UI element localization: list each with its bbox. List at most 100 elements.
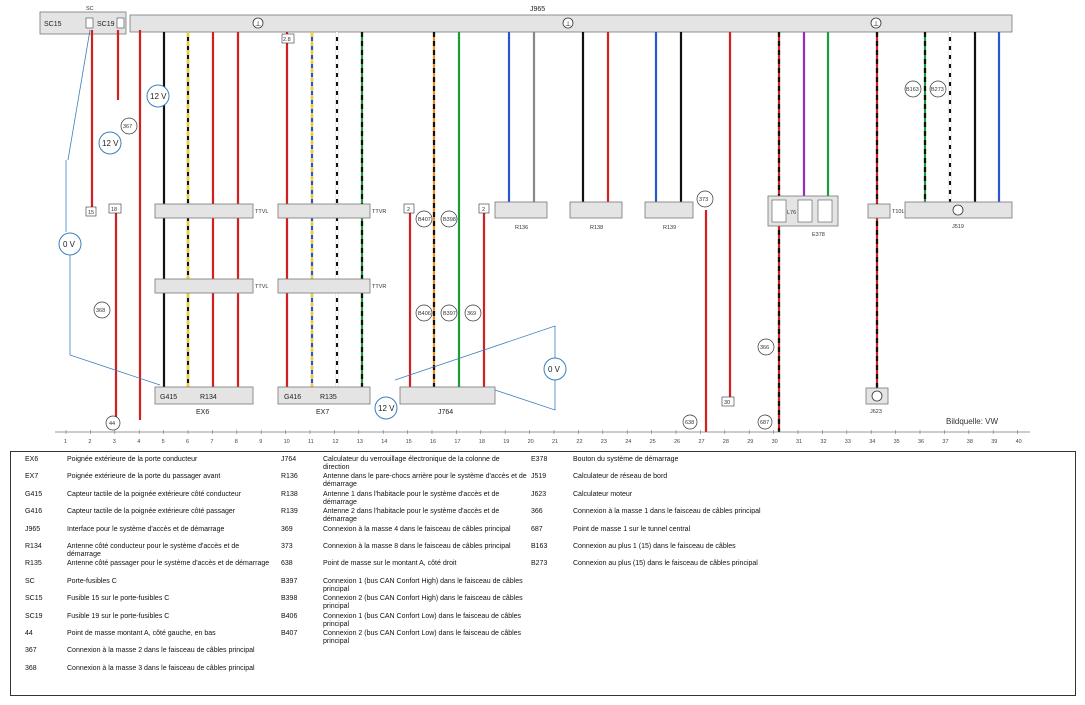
- legend-description: Point de masse sur le montant A, côté dr…: [323, 560, 457, 568]
- legend-code: R138: [281, 490, 298, 498]
- legend-description: Antenne dans le pare-chocs arrière pour …: [323, 473, 527, 489]
- legend-description: Antenne 1 dans l'habitacle pour le systè…: [323, 490, 500, 506]
- node-373: 373: [699, 197, 708, 203]
- node-638: 638: [685, 420, 694, 426]
- legend-description: Point de masse montant A, côté gauche, e…: [67, 629, 216, 637]
- legend-code: B397: [281, 577, 298, 585]
- legend-code: EX7: [25, 473, 39, 481]
- column-number: 12: [332, 439, 338, 445]
- column-number: 26: [674, 439, 680, 445]
- ground-symbol-icons: ⊥ ⊥ ⊥: [252, 17, 882, 29]
- r139-label: R139: [663, 225, 676, 231]
- legend-description: Connexion à la masse 8 dans le faisceau …: [323, 542, 511, 550]
- legend-description: Capteur tactile de la poignée extérieure…: [67, 508, 236, 516]
- column-number: 8: [235, 439, 238, 445]
- component-ex6: G415 R134 EX6: [154, 386, 254, 416]
- column-number: 38: [967, 439, 973, 445]
- legend-code: 366: [531, 508, 543, 516]
- box-2a: 2: [407, 207, 410, 213]
- column-number: 3: [113, 439, 116, 445]
- legend-description: Connexion à la masse 2 dans le faisceau …: [67, 647, 255, 655]
- legend-description: Fusible 15 sur le porte-fusibles C: [67, 595, 170, 603]
- component-j623: J623: [865, 387, 889, 415]
- legend-code: 369: [281, 525, 293, 533]
- column-number: 28: [723, 439, 729, 445]
- column-number: 31: [796, 439, 802, 445]
- legend-description: Connexion 1 (bus CAN Confort Low) dans l…: [323, 612, 522, 628]
- legend-panel: EX6 Poignée extérieure de la porte conduc…: [10, 451, 1076, 696]
- legend-description: Connexion à la masse 4 dans le faisceau …: [323, 525, 511, 533]
- node-b273: B273: [931, 87, 944, 93]
- column-number: 11: [308, 439, 314, 445]
- legend-code: R139: [281, 508, 298, 516]
- column-number: 23: [601, 439, 607, 445]
- fuse-icon: [116, 17, 125, 29]
- node-circles: 367 368 44 373 366 638 687 B407 B398 B40…: [93, 80, 947, 431]
- legend-code: EX6: [25, 456, 39, 463]
- legend-description: Calculateur de réseau de bord: [573, 473, 668, 481]
- legend-code: G415: [25, 490, 43, 498]
- column-number: 1: [64, 439, 67, 445]
- column-number: 5: [162, 439, 165, 445]
- box-30: 30: [724, 400, 730, 406]
- legend-code: G416: [25, 508, 43, 516]
- legend-code: B398: [281, 595, 298, 603]
- legend-description: Interface pour le système d'accès et de …: [67, 525, 225, 533]
- legend-code: B163: [531, 542, 548, 550]
- r135-label: R135: [320, 394, 337, 401]
- node-b397: B397: [443, 311, 456, 317]
- fuse-box-sc: [39, 11, 127, 35]
- component-ex7: G416 R135 EX7: [277, 386, 371, 416]
- legend-description: Porte-fusibles C: [67, 577, 117, 585]
- connector-ttvl-label: TTVL: [255, 209, 268, 215]
- legend-description: Poignée extérieure de la porte conducteu…: [67, 456, 198, 463]
- legend-description: Connexion au plus 1 (15) dans le faiscea…: [573, 542, 736, 550]
- legend-description: Calculateur moteur: [573, 490, 633, 498]
- r138-label: R138: [590, 225, 603, 231]
- column-number: 20: [528, 439, 534, 445]
- legend-code: 44: [25, 629, 33, 637]
- legend-code: 367: [25, 647, 37, 655]
- legend-code: E378: [531, 456, 548, 463]
- node-b398: B398: [443, 217, 456, 223]
- column-number: 18: [479, 439, 485, 445]
- legend-description: Connexion à la masse 3 dans le faisceau …: [67, 664, 255, 672]
- svg-text:⊥: ⊥: [255, 21, 261, 28]
- column-number: 9: [259, 439, 262, 445]
- terminal-boxes: 15 18 2 2 2.8 30: [85, 33, 735, 407]
- r134-label: R134: [200, 394, 217, 401]
- legend-description: Antenne côté conducteur pour le système …: [67, 542, 240, 558]
- legend-code: 638: [281, 560, 293, 568]
- source-note: Bildquelle: VW: [946, 417, 998, 426]
- legend-code: R135: [25, 560, 42, 568]
- legend-code: 687: [531, 525, 543, 533]
- box-15: 15: [88, 210, 94, 216]
- voltage-0v-2: 0 V: [548, 365, 561, 374]
- sc15-label: SC15: [44, 21, 62, 28]
- column-number: 37: [942, 439, 948, 445]
- svg-text:⊥: ⊥: [565, 21, 571, 28]
- column-number: 35: [894, 439, 900, 445]
- column-number: 34: [869, 439, 875, 445]
- legend-description: Connexion 1 (bus CAN Confort High) dans …: [323, 577, 523, 593]
- connector-strips: [154, 203, 891, 294]
- node-687: 687: [760, 420, 769, 426]
- g415-label: G415: [160, 394, 177, 401]
- column-number: 13: [357, 439, 363, 445]
- legend-code: J764: [281, 456, 297, 463]
- svg-text:⊥: ⊥: [873, 21, 879, 28]
- node-369: 369: [467, 311, 476, 317]
- legend-code: B273: [531, 560, 548, 568]
- legend-code: B406: [281, 612, 298, 620]
- column-number: 29: [747, 439, 753, 445]
- legend-code: 368: [25, 664, 37, 672]
- l76-label: L76: [787, 210, 796, 216]
- ex7-label: EX7: [316, 409, 329, 416]
- voltage-0v-1: 0 V: [63, 240, 76, 249]
- voltage-markers: 12 V 12 V 0 V 12 V 0 V: [58, 29, 567, 420]
- node-b407: B407: [418, 217, 431, 223]
- fuse-icon: [85, 17, 94, 29]
- legend-code: 373: [281, 542, 293, 550]
- column-number: 21: [552, 439, 558, 445]
- component-r139: R139: [644, 201, 694, 231]
